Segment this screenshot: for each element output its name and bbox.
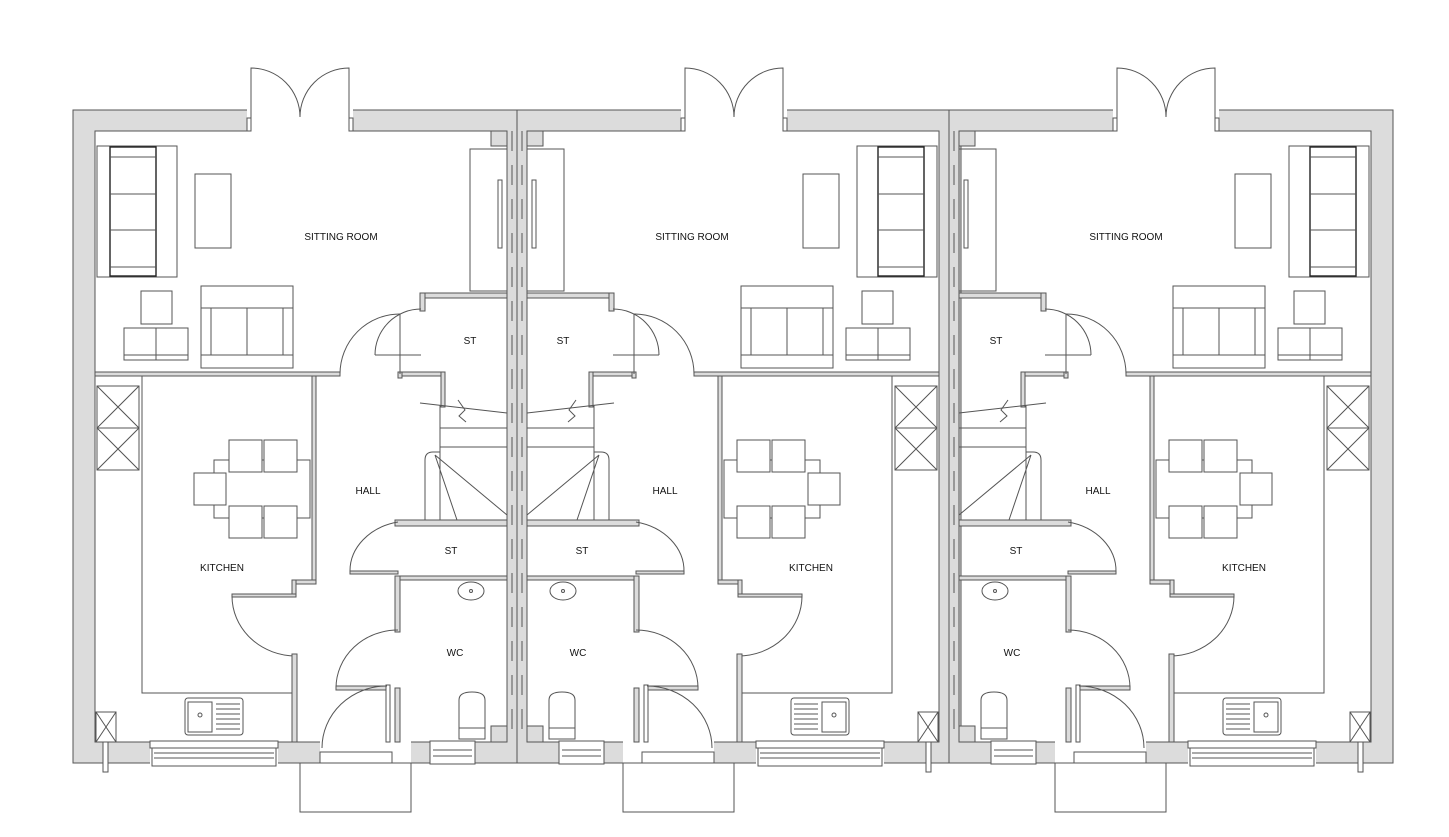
room-label-sitting-room: SITTING ROOM <box>1089 232 1162 243</box>
room-label-hall: HALL <box>355 486 380 497</box>
room-label-store: ST <box>576 546 589 557</box>
unit-2 <box>516 67 962 813</box>
room-label-kitchen: KITCHEN <box>789 563 833 574</box>
room-label-store: ST <box>557 336 570 347</box>
room-label-store: ST <box>464 336 477 347</box>
room-label-sitting-room: SITTING ROOM <box>304 232 377 243</box>
room-label-wc: WC <box>570 648 587 659</box>
room-label-hall: HALL <box>652 486 677 497</box>
room-label-kitchen: KITCHEN <box>200 563 244 574</box>
room-label-store: ST <box>1010 546 1023 557</box>
room-label-sitting-room: SITTING ROOM <box>655 232 728 243</box>
unit-3-labels: SITTING ROOM ST HALL KITCHEN ST WC <box>990 232 1266 659</box>
unit-1 <box>72 67 518 813</box>
room-label-kitchen: KITCHEN <box>1222 563 1266 574</box>
room-label-hall: HALL <box>1085 486 1110 497</box>
unit-1-labels: SITTING ROOM ST HALL KITCHEN ST WC <box>200 232 476 659</box>
unit-3 <box>948 67 1394 813</box>
unit-2-labels: SITTING ROOM ST HALL KITCHEN ST WC <box>557 232 833 659</box>
room-label-store: ST <box>445 546 458 557</box>
room-label-store: ST <box>990 336 1003 347</box>
room-label-wc: WC <box>447 648 464 659</box>
room-label-wc: WC <box>1004 648 1021 659</box>
